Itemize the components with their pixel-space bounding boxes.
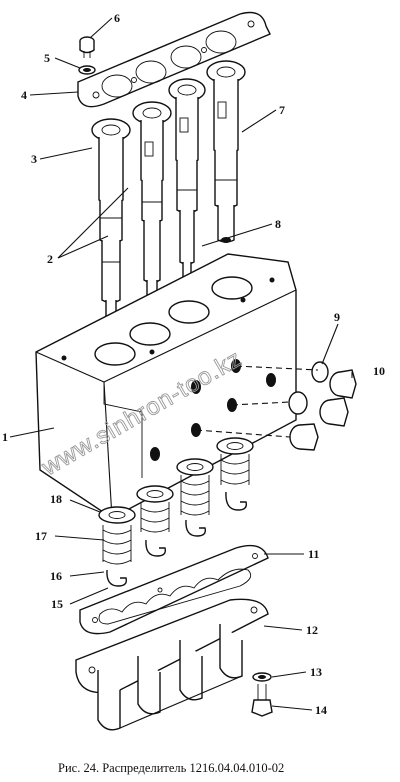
bottom-cover [75, 598, 269, 731]
label-11: 11 [308, 547, 319, 561]
label-17: 17 [35, 529, 47, 543]
label-16: 16 [50, 569, 62, 583]
leader-lines [9, 17, 353, 711]
bottom-bolt [251, 684, 273, 717]
label-9: 9 [334, 310, 340, 324]
label-3: 3 [31, 152, 37, 166]
plunger-2 [132, 101, 172, 303]
plunger-1 [91, 118, 131, 328]
top-gasket [77, 11, 271, 108]
label-7: 7 [279, 103, 285, 117]
spring-3 [176, 458, 214, 537]
label-18: 18 [50, 492, 62, 506]
lower-gasket [79, 544, 269, 635]
label-8: 8 [275, 217, 281, 231]
bottom-washer [252, 672, 272, 682]
top-screw [79, 36, 95, 58]
label-5: 5 [44, 51, 50, 65]
top-washer [78, 65, 96, 75]
label-14: 14 [315, 703, 327, 717]
label-4: 4 [21, 88, 27, 102]
spring-4 [216, 437, 254, 511]
part-labels: 1 2 3 4 5 6 7 8 9 10 11 12 13 14 15 16 1… [2, 11, 385, 717]
label-15: 15 [51, 597, 63, 611]
label-10: 10 [373, 364, 385, 378]
label-6: 6 [114, 11, 120, 25]
figure-caption: Рис. 24. Распределитель 1216.04.04.010-0… [58, 761, 284, 775]
spring-2 [136, 485, 174, 557]
plunger-3 [168, 78, 206, 283]
plunger-4 [206, 60, 246, 243]
spring-1 [98, 506, 136, 587]
label-1: 1 [2, 430, 8, 444]
label-13: 13 [310, 665, 322, 679]
label-2: 2 [47, 252, 53, 266]
label-12: 12 [306, 623, 318, 637]
